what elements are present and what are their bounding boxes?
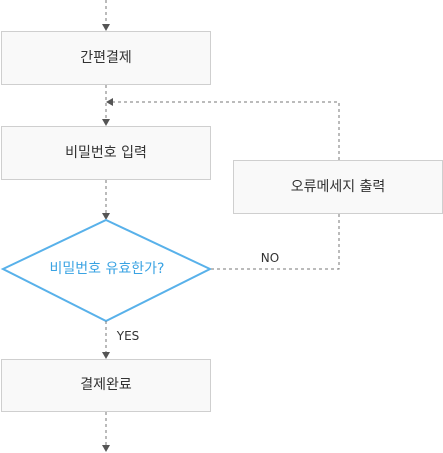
node-error-message: 오류메세지 출력: [233, 160, 443, 214]
node-error-message-label: 오류메세지 출력: [291, 179, 386, 195]
edge-exit: [102, 412, 110, 452]
edge-yes-label: YES: [116, 329, 140, 343]
edge-error-loop: [106, 98, 340, 160]
edge-payment-to-input: [102, 85, 110, 126]
edge-yes-branch: YES: [102, 321, 139, 359]
edge-input-to-decision: [102, 180, 110, 220]
edge-no-label: NO: [261, 251, 279, 265]
node-password-input: 비밀번호 입력: [1, 126, 211, 180]
edge-no-branch: NO: [211, 214, 340, 270]
node-password-input-label: 비밀번호 입력: [65, 145, 147, 161]
node-payment-complete-label: 결제완료: [80, 377, 132, 393]
node-payment-complete: 결제완료: [1, 359, 211, 412]
node-simple-payment-label: 간편결제: [80, 50, 132, 66]
edge-entry: [102, 0, 110, 31]
node-simple-payment: 간편결제: [1, 31, 211, 85]
node-password-valid: 비밀번호 유효한가?: [0, 218, 213, 323]
node-password-valid-label: 비밀번호 유효한가?: [50, 261, 165, 277]
